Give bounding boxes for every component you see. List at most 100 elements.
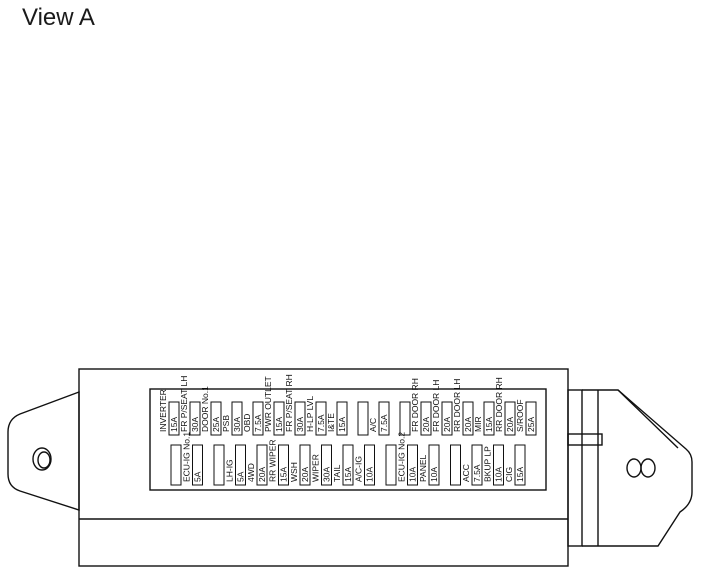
view-title: View A xyxy=(22,4,95,31)
right-mount-hole-2 xyxy=(640,458,656,478)
fuse-amp: 30A xyxy=(295,417,305,432)
fuse-amp: 15A xyxy=(343,467,353,482)
fuse-name: RR WIPER xyxy=(268,440,278,483)
fuse-name: BKUP LP xyxy=(483,446,493,482)
fuse-amp: 7.5A xyxy=(379,414,389,432)
fuse-amp: 15A xyxy=(169,417,179,432)
fuse-name: TAIL xyxy=(332,464,342,482)
right-bracket-outline xyxy=(582,389,693,547)
lower-row-fuse xyxy=(170,444,182,486)
fuse-amp: 15A xyxy=(279,467,289,482)
fuse-name: WSH xyxy=(289,462,299,482)
fuse-name: OBD xyxy=(242,414,252,432)
fuse-name: PANEL xyxy=(418,454,428,482)
upper-row-fuse xyxy=(357,401,369,436)
fuse-amp: 20A xyxy=(257,467,267,482)
lower-row-fuse xyxy=(450,444,461,486)
lower-row-fuse xyxy=(385,444,397,486)
fuse-name: FR P/SEAT RH xyxy=(284,374,294,432)
fuse-amp: 15A xyxy=(484,417,494,432)
fuse-name: I&TE xyxy=(326,413,336,432)
right-bracket-plate xyxy=(567,389,583,547)
fuse-name: PWR OUTLET xyxy=(263,376,273,432)
fuse-name: DOOR No.1 xyxy=(200,386,210,432)
fuse-name: LH-IG xyxy=(225,459,235,482)
fuse-amp: 15A xyxy=(274,417,284,432)
fuse-amp: 15A xyxy=(337,417,347,432)
right-bracket-inner xyxy=(597,389,679,546)
fuse-name: WIPER xyxy=(311,454,321,482)
fuse-amp: 5A xyxy=(193,471,203,482)
fuse-name: A/C-IG xyxy=(354,456,364,482)
fuse-amp: 10A xyxy=(408,467,418,482)
left-mount-hole xyxy=(32,447,52,471)
fuse-name: CIG xyxy=(504,467,514,482)
fuse-amp: 15A xyxy=(515,467,525,482)
fuse-name: FR DOOR RH xyxy=(410,378,420,432)
fuse-amp: 20A xyxy=(505,417,515,432)
fuse-amp: 10A xyxy=(365,467,375,482)
upper-row-fuse: 7.5AH-LP LVL xyxy=(305,396,327,436)
fuse-amp: 10A xyxy=(494,467,504,482)
fuse-name: RR DOOR LH xyxy=(452,379,462,432)
left-mount-hole-inner xyxy=(37,451,51,469)
fuse-name: ECU-IG No.1 xyxy=(182,432,192,482)
fuse-name: ACC xyxy=(461,464,471,482)
fuse-amp: 30A xyxy=(322,467,332,482)
fuse-amp: 20A xyxy=(300,467,310,482)
right-mount-hole xyxy=(626,458,642,478)
fuse-name: A/C xyxy=(368,418,378,432)
fuse-amp: 25A xyxy=(211,417,221,432)
fuse-amp: 30A xyxy=(190,417,200,432)
fuse-amp: 20A xyxy=(463,417,473,432)
fuse-amp: 10A xyxy=(429,467,439,482)
fuse-amp: 25A xyxy=(526,417,536,432)
fuse-name: MIR xyxy=(473,416,483,432)
left-bracket xyxy=(7,390,80,511)
fuse-name: 4WD xyxy=(246,463,256,482)
fuse-name: ECU-IG No.2 xyxy=(397,432,407,482)
fuse-name: S/ROOF xyxy=(515,399,525,432)
fuse-name: FR DOOR LH xyxy=(431,380,441,432)
fuse-name: H-LP LVL xyxy=(305,396,315,432)
lower-row-fuse xyxy=(213,444,225,486)
upper-row-fuse xyxy=(399,401,411,436)
fuse-panel-frame xyxy=(149,388,547,491)
fuse-name: FR P/SEAT LH xyxy=(179,376,189,432)
upper-row-fuse: 7.5AA/C xyxy=(368,401,390,436)
fuse-amp: 7.5A xyxy=(472,464,482,482)
fuse-amp: 5A xyxy=(236,471,246,482)
fuse-amp: 7.5A xyxy=(316,414,326,432)
fuse-amp: 20A xyxy=(421,417,431,432)
fuse-amp: 20A xyxy=(442,417,452,432)
fuse-amp: 30A xyxy=(232,417,242,432)
fuse-amp: 7.5A xyxy=(253,414,263,432)
fuse-name: RR DOOR RH xyxy=(494,377,504,432)
